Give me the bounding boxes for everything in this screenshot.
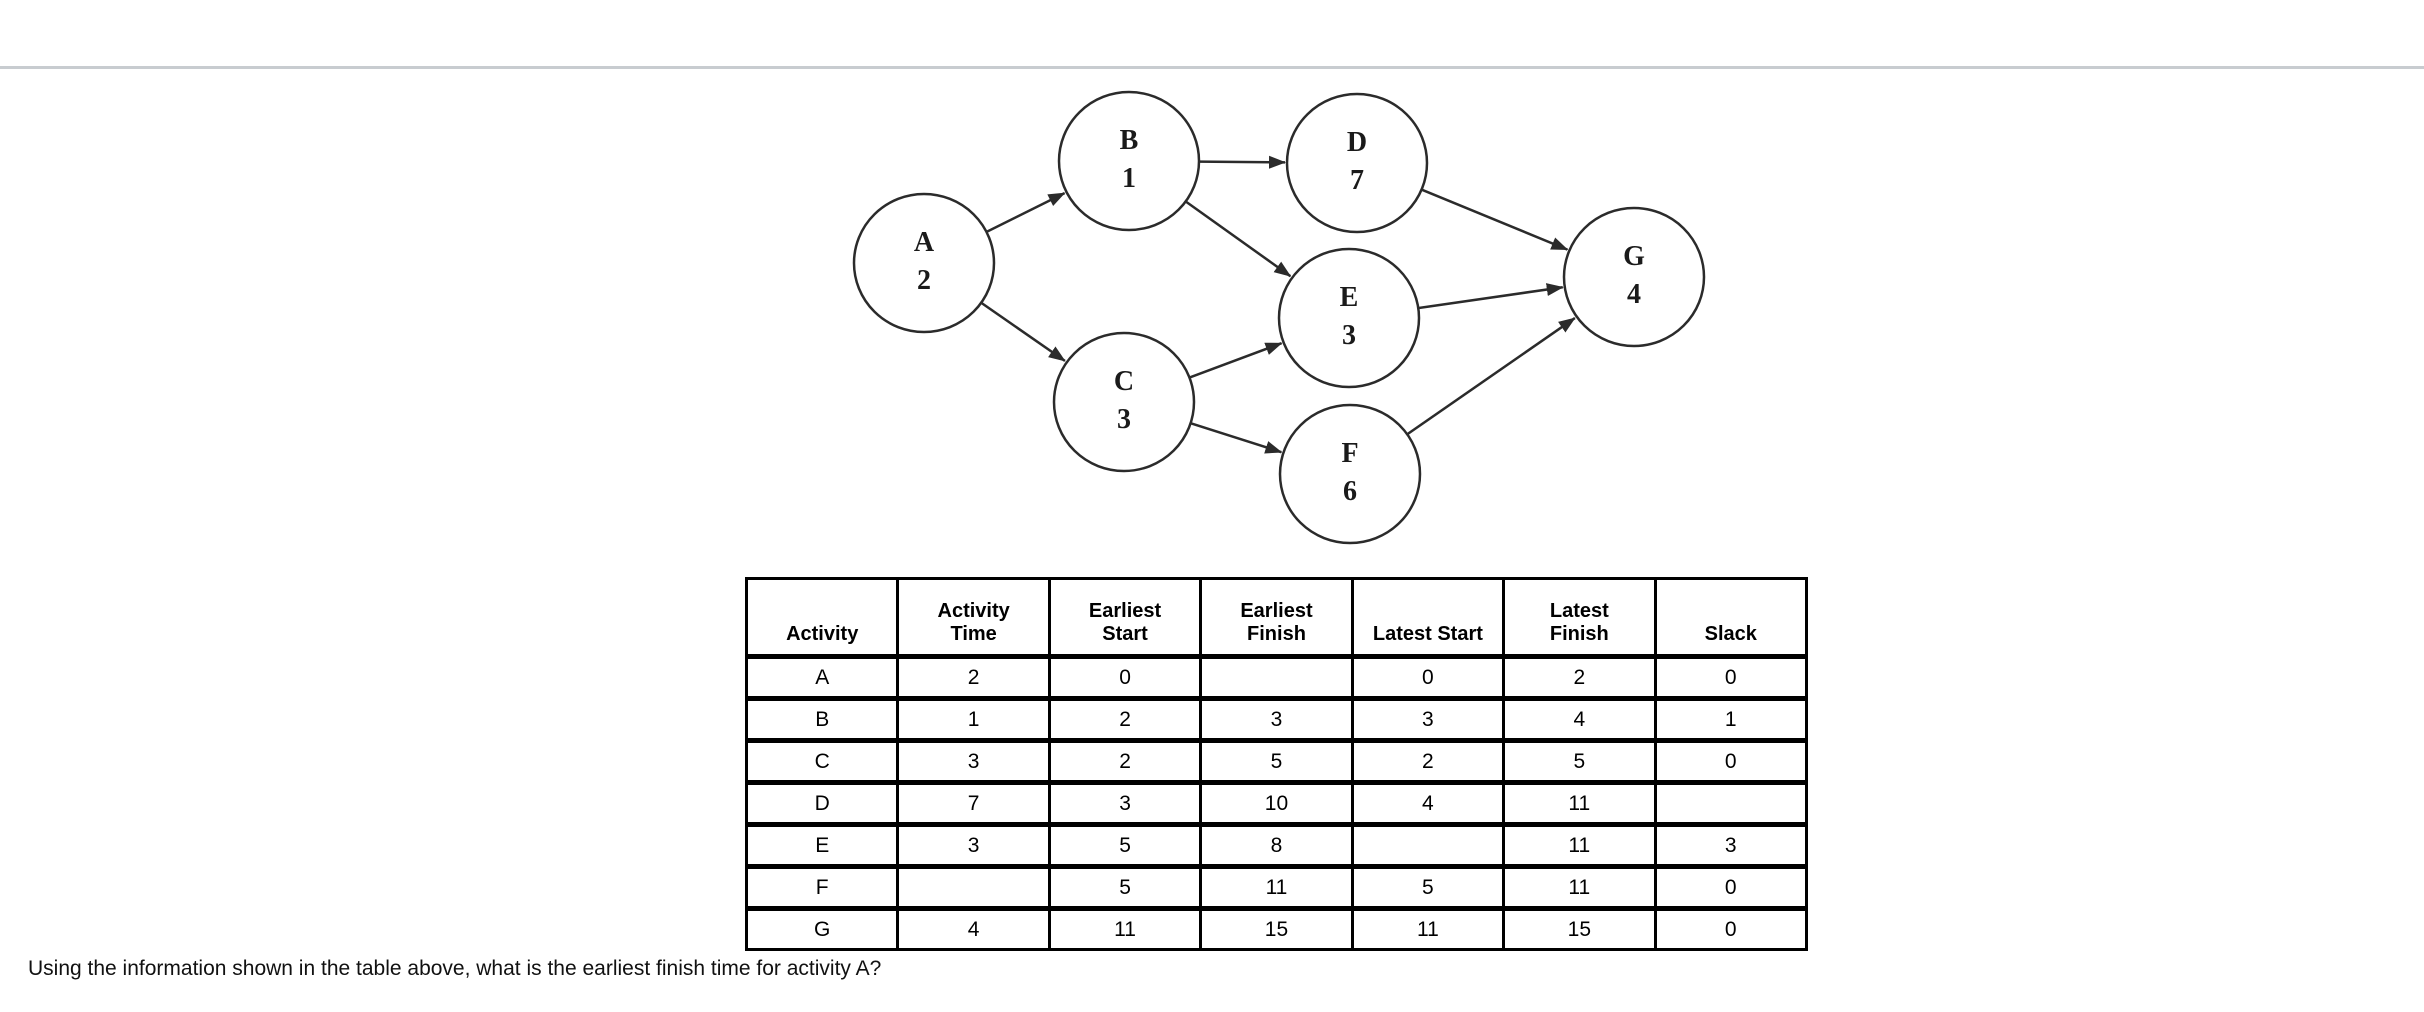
cell-E-latest-finish: 11 — [1502, 822, 1657, 868]
cell-C-activity-time: 3 — [896, 738, 1051, 784]
cell-E-earliest-finish: 8 — [1199, 822, 1354, 868]
col-header-activity-time: Activity Time — [896, 577, 1051, 659]
node-C: C3 — [1052, 331, 1196, 473]
cell-F-activity: F — [744, 864, 900, 910]
cell-D-activity-time: 7 — [896, 780, 1051, 826]
cell-D-latest-finish: 11 — [1502, 780, 1657, 826]
node-circle-G — [1562, 206, 1706, 348]
cell-F-slack: 0 — [1653, 864, 1809, 910]
cell-B-earliest-finish: 3 — [1199, 696, 1354, 742]
node-circle-E — [1277, 247, 1421, 389]
col-header-earliest-start: Earliest Start — [1047, 577, 1203, 659]
cell-B-slack: 1 — [1653, 696, 1809, 742]
node-A: A2 — [852, 192, 996, 334]
cell-E-activity-time: 3 — [896, 822, 1051, 868]
node-time-G: 4 — [1627, 279, 1641, 310]
node-label-B: B — [1120, 125, 1139, 156]
cell-A-latest-start: 0 — [1350, 654, 1506, 700]
node-E: E3 — [1277, 247, 1421, 389]
node-label-E: E — [1340, 282, 1359, 313]
node-label-C: C — [1114, 366, 1134, 397]
node-circle-C — [1052, 331, 1196, 473]
cell-E-earliest-start: 5 — [1047, 822, 1203, 868]
col-header-activity: Activity — [744, 577, 900, 659]
cell-F-earliest-start: 5 — [1047, 864, 1203, 910]
question-text: Using the information shown in the table… — [28, 957, 882, 980]
cell-B-latest-start: 3 — [1350, 696, 1506, 742]
node-circle-B — [1057, 90, 1201, 232]
cell-F-latest-start: 5 — [1350, 864, 1506, 910]
node-G: G4 — [1562, 206, 1706, 348]
node-time-D: 7 — [1350, 165, 1364, 196]
cell-A-latest-finish: 2 — [1502, 654, 1657, 700]
cell-G-activity: G — [744, 906, 900, 951]
node-circle-D — [1285, 92, 1429, 234]
node-circle-F — [1278, 403, 1422, 545]
cell-C-latest-start: 2 — [1350, 738, 1506, 784]
cell-C-earliest-start: 2 — [1047, 738, 1203, 784]
cell-G-activity-time: 4 — [896, 906, 1051, 951]
node-label-G: G — [1623, 241, 1645, 272]
cell-G-earliest-finish: 15 — [1199, 906, 1354, 951]
top-divider — [0, 66, 2424, 69]
cell-A-activity: A — [744, 654, 900, 700]
cell-A-activity-time: 2 — [896, 654, 1051, 700]
cell-G-slack: 0 — [1653, 906, 1809, 951]
cell-G-latest-finish: 15 — [1502, 906, 1657, 951]
cell-F-activity-time — [896, 864, 1051, 910]
cell-G-earliest-start: 11 — [1047, 906, 1203, 951]
cell-A-slack: 0 — [1653, 654, 1809, 700]
node-circle-A — [852, 192, 996, 334]
cell-E-latest-start — [1350, 822, 1506, 868]
node-time-F: 6 — [1343, 476, 1357, 507]
node-label-F: F — [1341, 438, 1358, 469]
cell-D-earliest-start: 3 — [1047, 780, 1203, 826]
cell-B-activity-time: 1 — [896, 696, 1051, 742]
col-header-earliest-finish: Earliest Finish — [1199, 577, 1354, 659]
cell-C-latest-finish: 5 — [1502, 738, 1657, 784]
cell-D-latest-start: 4 — [1350, 780, 1506, 826]
node-B: B1 — [1057, 90, 1201, 232]
node-time-A: 2 — [917, 265, 931, 296]
cell-B-earliest-start: 2 — [1047, 696, 1203, 742]
cell-D-activity: D — [744, 780, 900, 826]
cell-C-activity: C — [744, 738, 900, 784]
node-time-B: 1 — [1122, 163, 1136, 194]
cell-A-earliest-finish — [1199, 654, 1354, 700]
cell-C-earliest-finish: 5 — [1199, 738, 1354, 784]
cell-G-latest-start: 11 — [1350, 906, 1506, 951]
col-header-latest-start: Latest Start — [1350, 577, 1506, 659]
cell-C-slack: 0 — [1653, 738, 1809, 784]
cell-E-slack: 3 — [1653, 822, 1809, 868]
cell-B-activity: B — [744, 696, 900, 742]
cell-D-earliest-finish: 10 — [1199, 780, 1354, 826]
cell-F-earliest-finish: 11 — [1199, 864, 1354, 910]
node-time-E: 3 — [1342, 320, 1356, 351]
cell-D-slack — [1653, 780, 1809, 826]
node-label-D: D — [1347, 127, 1367, 158]
cell-F-latest-finish: 11 — [1502, 864, 1657, 910]
cell-A-earliest-start: 0 — [1047, 654, 1203, 700]
node-D: D7 — [1285, 92, 1429, 234]
node-F: F6 — [1278, 403, 1422, 545]
cell-E-activity: E — [744, 822, 900, 868]
col-header-slack: Slack — [1653, 577, 1809, 659]
cell-B-latest-finish: 4 — [1502, 696, 1657, 742]
col-header-latest-finish: Latest Finish — [1502, 577, 1657, 659]
node-label-A: A — [914, 227, 935, 258]
node-time-C: 3 — [1117, 404, 1131, 435]
